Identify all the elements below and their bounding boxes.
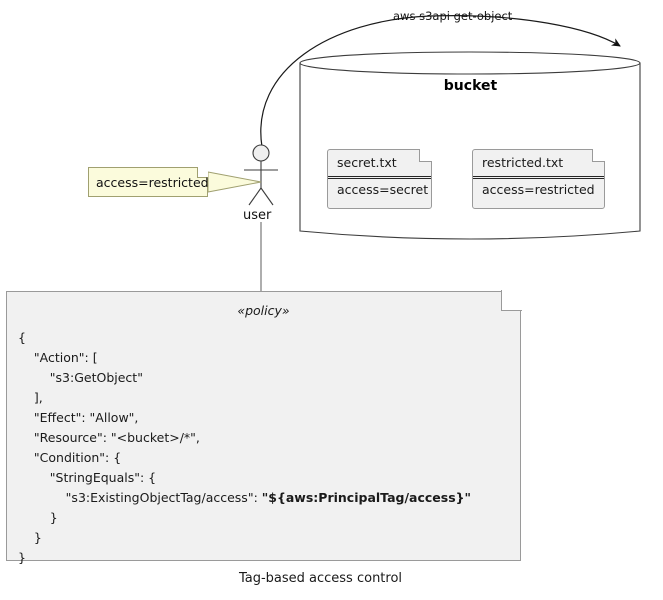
policy-code-text: "Action": [	[18, 350, 98, 365]
policy-code-line: }	[18, 508, 471, 528]
policy-code-block: { "Action": [ "s3:GetObject" ], "Effect"…	[18, 328, 471, 568]
policy-code-text: ],	[18, 390, 43, 405]
policy-stereotype: «policy»	[237, 303, 290, 318]
artifact-separator	[473, 176, 604, 179]
actor-head-icon	[252, 144, 270, 162]
artifact-tag: access=secret	[337, 182, 429, 197]
arrow-label: aws s3api get-object	[393, 9, 513, 23]
policy-code-text: "s3:ExistingObjectTag/access":	[18, 490, 262, 505]
policy-code-line: "s3:ExistingObjectTag/access": "${aws:Pr…	[18, 488, 471, 508]
diagram-caption: Tag-based access control	[238, 571, 403, 586]
policy-code-value: "${aws:PrincipalTag/access}"	[261, 490, 472, 505]
actor-tag-note[interactable]: access=restricted	[88, 167, 209, 197]
actor-label: user	[243, 208, 272, 223]
policy-code-text: }	[18, 510, 58, 525]
bucket-title: bucket	[443, 78, 498, 94]
policy-code-text: }	[18, 550, 26, 565]
policy-code-line: "s3:GetObject"	[18, 368, 471, 388]
policy-code-line: }	[18, 548, 471, 568]
policy-code-text: "Effect": "Allow",	[18, 410, 139, 425]
policy-code-line: "Condition": {	[18, 448, 471, 468]
actor-user	[244, 144, 278, 206]
policy-background	[6, 291, 521, 561]
policy-code-text: "StringEquals": {	[18, 470, 157, 485]
policy-code-line: ],	[18, 388, 471, 408]
artifact-tag: access=restricted	[482, 182, 595, 197]
page-fold-icon	[501, 290, 522, 311]
artifact-filename: secret.txt	[337, 155, 397, 170]
policy-code-line: "Effect": "Allow",	[18, 408, 471, 428]
page-fold-icon	[592, 149, 605, 162]
policy-code-text: }	[18, 530, 42, 545]
policy-code-text: {	[18, 330, 26, 345]
actor-tag-note-text: access=restricted	[96, 175, 209, 190]
artifact-filename: restricted.txt	[482, 155, 564, 170]
policy-code-line: {	[18, 328, 471, 348]
policy-code-line: "Resource": "<bucket>/*",	[18, 428, 471, 448]
policy-code-text: "Condition": {	[18, 450, 122, 465]
policy-code-text: "s3:GetObject"	[18, 370, 143, 385]
policy-code-line: }	[18, 528, 471, 548]
artifact-restricted-txt[interactable]: restricted.txt access=restricted	[472, 149, 605, 209]
artifact-secret-txt[interactable]: secret.txt access=secret	[327, 149, 432, 209]
policy-code-text: "Resource": "<bucket>/*",	[18, 430, 200, 445]
policy-code-line: "Action": [	[18, 348, 471, 368]
get-object-arrow	[260, 15, 621, 148]
page-fold-icon	[419, 149, 432, 162]
artifact-separator	[328, 176, 431, 179]
policy-document[interactable]: «policy» { "Action": [ "s3:GetObject" ],…	[6, 290, 522, 565]
page-fold-icon	[197, 167, 208, 178]
note-pointer	[207, 171, 262, 193]
policy-code-line: "StringEquals": {	[18, 468, 471, 488]
bucket-cylinder-top	[299, 51, 641, 75]
